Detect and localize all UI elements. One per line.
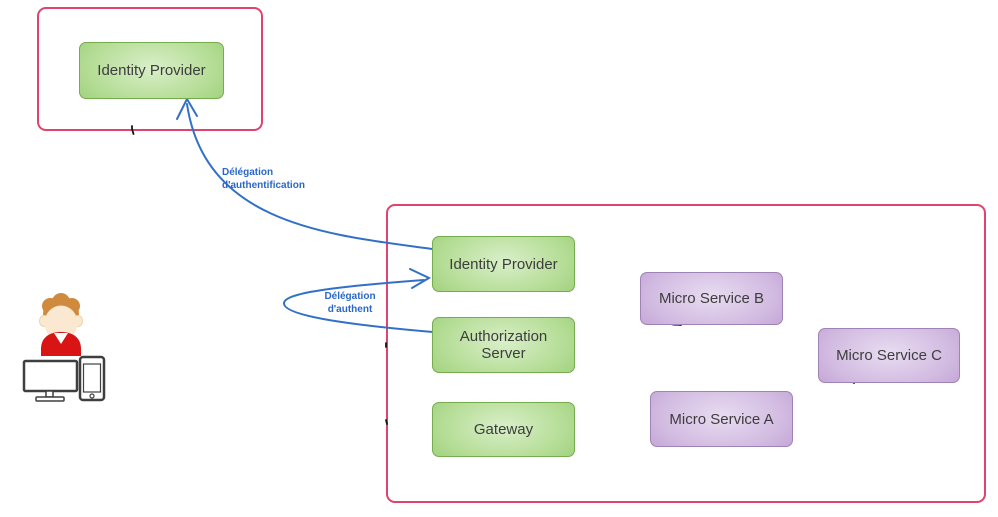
node-identity-provider-internal: Identity Provider <box>432 236 575 292</box>
user-icon <box>39 293 83 356</box>
internal-zone-frame <box>386 204 986 503</box>
delegation-authentification-arrow <box>176 96 433 250</box>
node-label: Identity Provider <box>97 62 206 79</box>
node-label: Gateway <box>473 421 534 438</box>
monitor-icon <box>22 359 79 402</box>
node-authorization-server: Authorization Server <box>432 317 575 373</box>
node-label: Micro Service C <box>836 347 942 364</box>
node-label: Micro Service B <box>658 290 765 307</box>
delegation-authent-arrow <box>283 268 434 333</box>
node-label: Authorization Server <box>459 328 548 362</box>
arrow-label-delegation-authent: Délégation d'authent <box>324 291 376 315</box>
node-micro-service-a: Micro Service A <box>650 391 793 447</box>
external-zone-frame <box>37 7 263 131</box>
node-label: Micro Service A <box>669 410 774 428</box>
node-label: Identity Provider <box>449 255 558 273</box>
node-gateway: Gateway <box>432 402 575 457</box>
tablet-icon <box>78 355 106 402</box>
node-identity-provider-external: Identity Provider <box>79 42 224 99</box>
arrow-label-delegation-authentification: Délégation d'authentification <box>222 167 305 191</box>
node-micro-service-b: Micro Service B <box>640 272 783 325</box>
node-micro-service-c: Micro Service C <box>818 328 960 383</box>
